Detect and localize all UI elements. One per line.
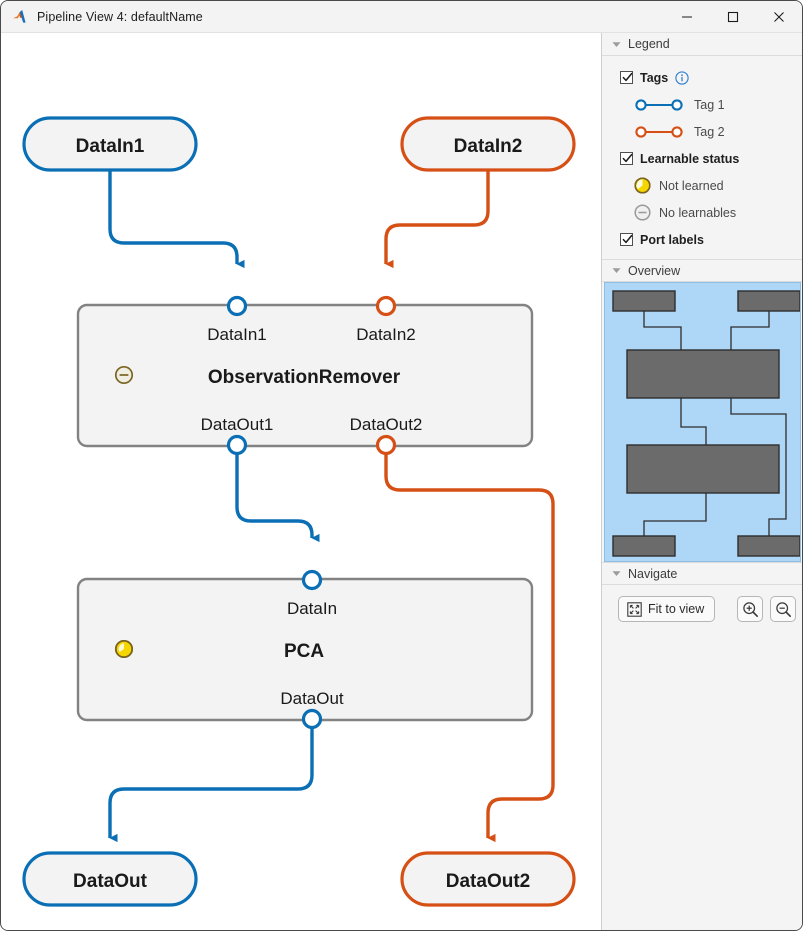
wire-pca-dataout [108,720,314,843]
port-out-dataout2 [375,434,397,456]
port-in-pca-datain [301,569,323,591]
navigate-panel-header[interactable]: Navigate [602,562,802,585]
learnable-status-checkbox[interactable] [620,152,633,165]
overview-blocks [612,290,800,557]
chevron-down-icon[interactable] [610,265,622,277]
overview-body [602,282,802,562]
overview-block-datain2 [737,290,800,312]
block-observationremover: ObservationRemover DataIn1 DataIn2 DataO… [76,295,534,456]
node-datain2-label: DataIn2 [454,136,523,157]
legend-tag-2-row: Tag 2 [602,118,802,145]
legend-panel-header[interactable]: Legend [602,33,802,56]
legend-no-learnables-row: No learnables [602,199,802,226]
legend-port-labels-row[interactable]: Port labels [602,226,802,253]
node-datain1-label: DataIn1 [76,136,145,157]
learnable-status-label: Learnable status [640,151,740,166]
port-label-dataout2: DataOut2 [350,415,423,434]
fit-to-view-button[interactable]: Fit to view [618,596,716,622]
block-pca-title: PCA [284,641,324,662]
matlab-icon [12,9,28,25]
clock-icon [634,177,651,194]
port-label-dataout1: DataOut1 [201,415,274,434]
port-label-pca-dataout: DataOut [280,689,344,708]
node-dataout2-label: DataOut2 [446,871,530,892]
tag-1-swatch [634,98,684,112]
navigate-body: Fit to view [602,585,802,622]
overview-panel-title: Overview [628,263,681,278]
node-dataout: DataOut [22,851,198,907]
port-labels-checkbox[interactable] [620,233,633,246]
legend-panel-title: Legend [628,37,670,51]
node-dataout-label: DataOut [73,871,148,892]
port-in-datain2 [375,295,397,317]
port-labels-label: Port labels [640,232,704,247]
overview-block-observationremover [626,349,780,399]
title-bar: Pipeline View 4: defaultName [1,1,802,33]
close-button[interactable] [756,1,802,32]
legend-body: Tags Tag 1 [602,56,802,259]
minus-circle-icon [634,204,651,221]
panel-splitter[interactable] [601,33,602,930]
port-out-pca-dataout [301,708,323,730]
node-datain2: DataIn2 [400,116,576,172]
overview-panel-header[interactable]: Overview [602,259,802,282]
port-label-datain1: DataIn1 [207,325,267,344]
legend-tag-1-row: Tag 1 [602,91,802,118]
wire-dataout2 [384,446,555,843]
minus-circle-icon [114,365,134,385]
side-panel: Legend Tags [602,33,802,930]
port-label-pca-datain: DataIn [287,599,337,618]
chevron-down-icon[interactable] [610,38,622,50]
zoom-in-button[interactable] [737,596,764,622]
tags-checkbox[interactable] [620,71,633,84]
pipeline-canvas[interactable]: DataIn1 DataIn2 ObservationRemover DataI… [2,33,601,930]
overview-block-pca [626,444,780,494]
tags-label: Tags [640,70,669,85]
tag-2-label: Tag 2 [694,124,725,139]
info-icon[interactable] [675,70,689,85]
wire-datain1 [108,138,245,269]
clock-icon [114,639,134,659]
tag-2-swatch [634,125,684,139]
no-learnables-label: No learnables [659,205,737,220]
fit-to-view-label: Fit to view [648,602,705,616]
chevron-down-icon[interactable] [610,568,622,580]
block-pca: PCA DataIn DataOut [76,569,534,730]
node-dataout2: DataOut2 [400,851,576,907]
port-label-datain2: DataIn2 [356,325,416,344]
zoom-out-button[interactable] [770,596,797,622]
node-datain1: DataIn1 [22,116,198,172]
navigate-panel-title: Navigate [628,566,678,581]
overview-block-dataout [612,535,676,557]
legend-learnable-status-row[interactable]: Learnable status [602,145,802,172]
overview-block-dataout2 [737,535,800,557]
tag-1-label: Tag 1 [694,97,725,112]
port-out-dataout1 [226,434,248,456]
overview-minimap[interactable] [604,282,801,562]
legend-tags-row[interactable]: Tags [602,64,802,91]
port-in-datain1 [226,295,248,317]
wire-datain2 [384,138,490,269]
wire-dataout1-to-pca [235,446,320,543]
connection-wires [108,138,555,843]
block-observationremover-title: ObservationRemover [208,367,401,388]
overview-block-datain1 [612,290,676,312]
maximize-button[interactable] [710,1,756,32]
window-title: Pipeline View 4: defaultName [37,9,203,24]
not-learned-label: Not learned [659,178,724,193]
legend-not-learned-row: Not learned [602,172,802,199]
window-controls [664,1,802,32]
minimize-button[interactable] [664,1,710,32]
fit-to-view-icon [627,601,642,617]
